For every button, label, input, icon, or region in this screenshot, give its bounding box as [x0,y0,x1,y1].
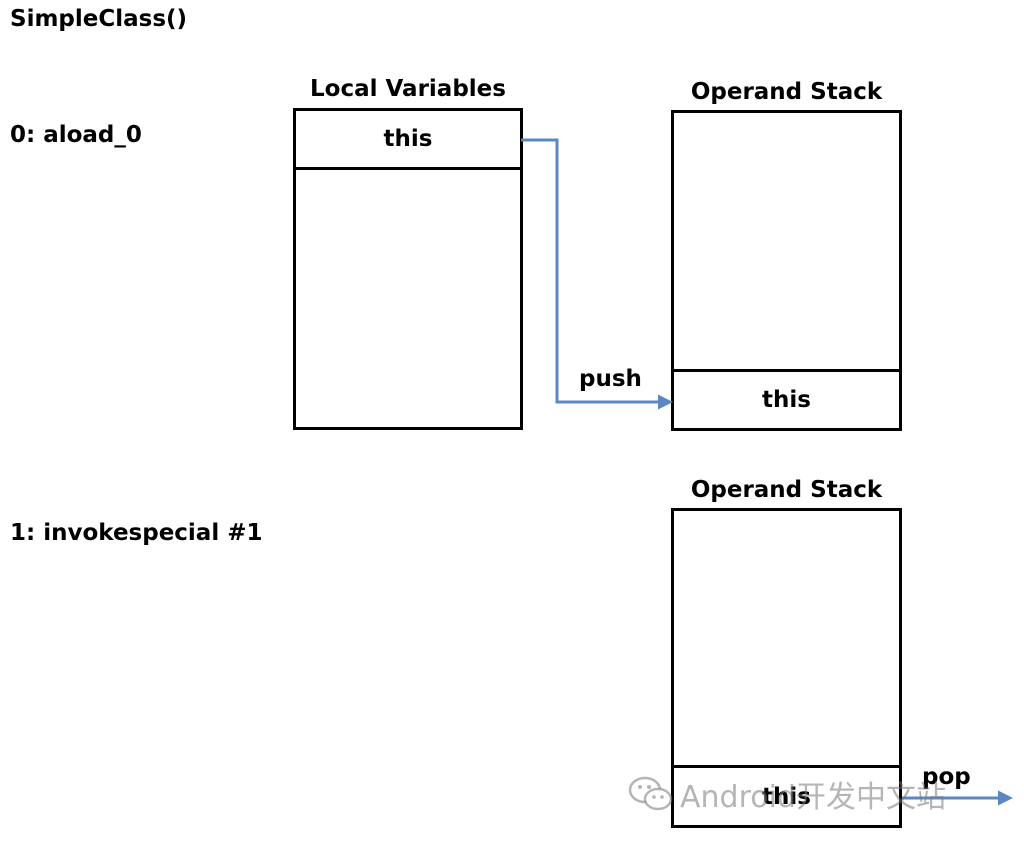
local-variables-cell-this: this [296,111,520,170]
instruction-invokespecial: 1: invokespecial #1 [10,520,263,546]
diagram-title: SimpleClass() [10,6,188,32]
operand-stack-2-cell-label: this [762,783,811,810]
instruction-aload-0: 0: aload_0 [10,122,142,148]
push-label: push [579,366,642,392]
operand-stack-2-cell-this: this [674,765,899,825]
local-variables-title: Local Variables [310,76,506,102]
local-variables-cell-label: this [383,126,433,152]
pop-label: pop [922,764,971,790]
push-arrow [521,138,673,410]
operand-stack-box-2: this [671,508,902,828]
local-variables-box: this [293,108,523,430]
operand-stack-title-2: Operand Stack [690,477,883,503]
operand-stack-title-1: Operand Stack [690,79,883,105]
operand-stack-1-cell-label: this [762,387,811,413]
operand-stack-1-cell-this: this [674,369,899,428]
operand-stack-box-1: this [671,110,902,431]
